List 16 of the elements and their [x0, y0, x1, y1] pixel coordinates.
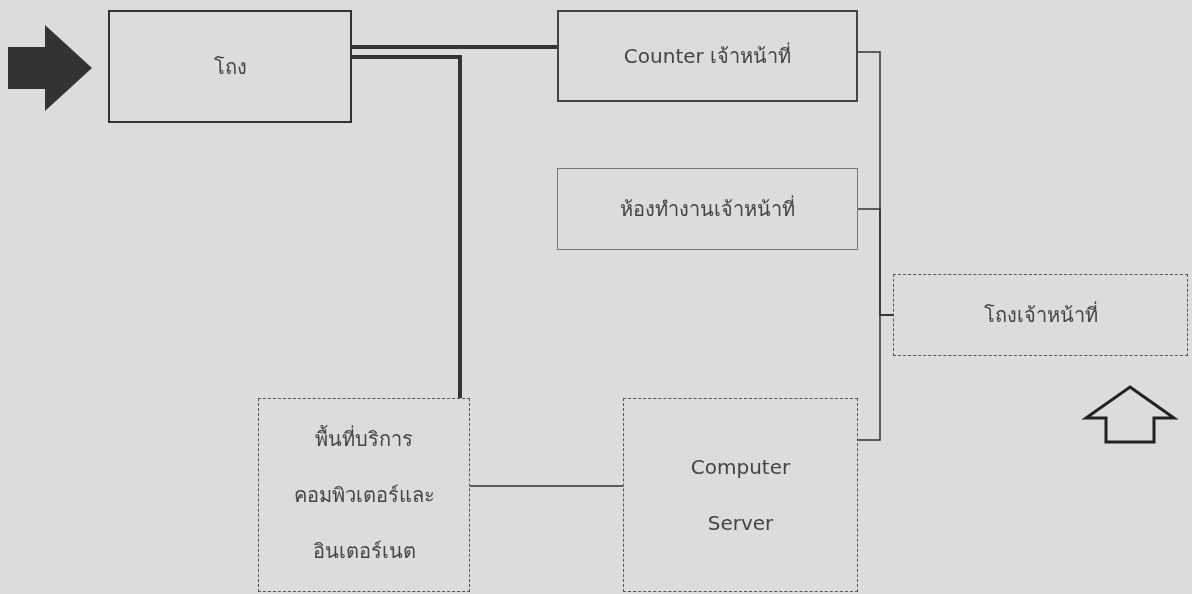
room-box [108, 10, 352, 123]
connector-line [857, 314, 894, 441]
room-label: ห้องทำงานเจ้าหน้าที่ [620, 194, 795, 223]
connector-line [352, 45, 557, 49]
room-label: พื้นที่บริการคอมพิวเตอร์และอินเตอร์เนต [292, 424, 436, 565]
room-box [623, 398, 858, 592]
connector-line [352, 55, 462, 398]
room-label: โถง [213, 53, 247, 81]
room-label: โถงเจ้าหน้าที่ [983, 300, 1098, 329]
connector-line [469, 485, 624, 487]
room-box [258, 398, 470, 592]
room-box [893, 274, 1188, 356]
room-label: Counter เจ้าหน้าที่ [623, 41, 792, 70]
room-box [557, 168, 858, 250]
room-box [557, 10, 858, 102]
room-label: Computer Server [689, 454, 792, 537]
